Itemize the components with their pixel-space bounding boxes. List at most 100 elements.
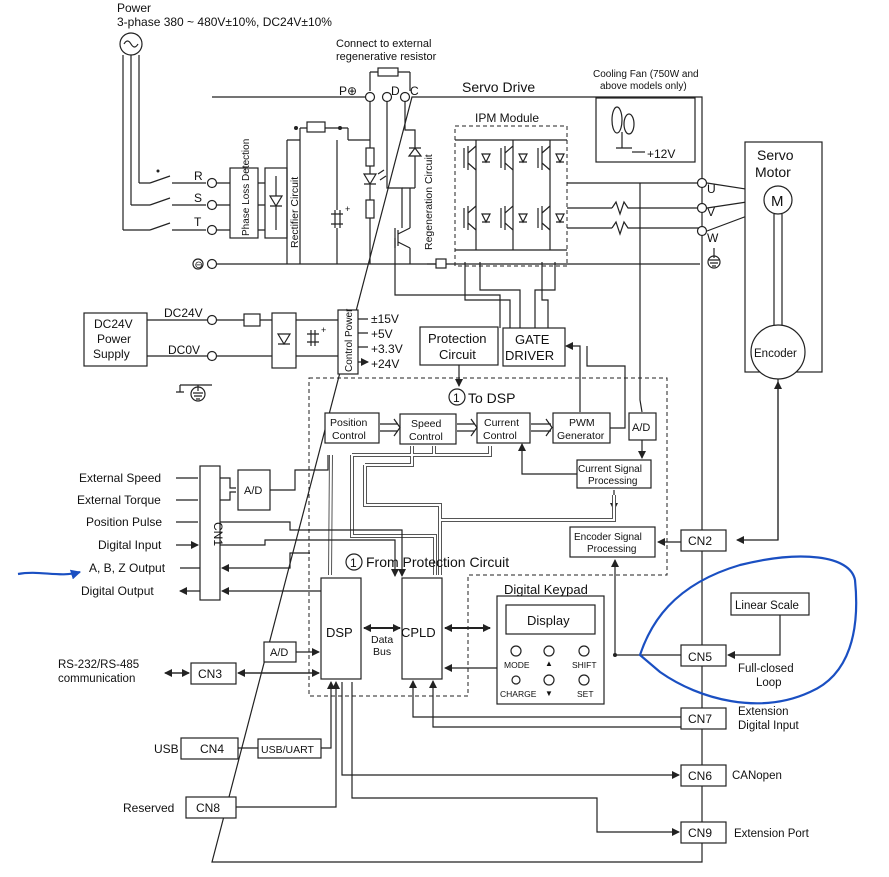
speed-control-label-1: Speed [411,418,442,430]
pwm-label-1: PWM [569,417,595,429]
from-protection-label: From Protection Circuit [366,554,509,570]
regen-label-1: Connect to external [336,38,431,50]
power-spec: 3-phase 380 ~ 480V±10%, DC24V±10% [117,15,332,29]
ipm-module-title: IPM Module [475,111,539,125]
power-source: Power 3-phase 380 ~ 480V±10%, DC24V±10% [117,1,332,231]
key-shift[interactable]: SHIFT [572,660,597,670]
right-connectors: CN2 CN5 CN7 Extension Digital Input CN6 … [341,529,810,844]
igbt-switch-icon [500,145,528,171]
control-region: 1 To DSP Position Control Speed Control … [263,346,681,697]
external-resistor-icon [377,67,399,77]
breaker-switch-icon [149,175,171,231]
cn1-external-torque: External Torque [77,493,161,507]
blue-arrow-annotation [17,569,81,580]
encoder-label: Encoder [754,348,797,360]
current-signal-label-1: Current Signal [578,464,642,475]
control-power-label: Control Power [344,308,355,372]
dc24v-supply-label-2: Power [97,332,131,346]
regeneration-label: Regeneration Circuit [423,154,435,250]
key-set[interactable]: SET [577,689,594,699]
cn7-label: CN7 [688,712,712,726]
reserved-label: Reserved [123,801,174,815]
ad-right-label: A/D [632,422,650,434]
protection-label-2: Circuit [439,347,476,362]
from-protection-number: 1 [350,556,357,570]
ad-cn1-label: A/D [244,485,262,497]
cn4-label: CN4 [200,742,224,756]
motor-icon [763,185,793,215]
position-control-label-1: Position [330,417,368,429]
cn6-label: CN6 [688,769,712,783]
terminal-w: W [707,231,719,245]
key-down[interactable]: ▼ [545,689,553,698]
protection-label-1: Protection [428,331,487,346]
terminal-v: V [707,205,715,219]
terminal-u: U [707,182,716,196]
cn6-desc: CANopen [732,770,782,782]
voltage-15: ±15V [371,312,399,326]
igbt-switch-icon [537,205,565,231]
digital-keypad: Digital Keypad Display MODE ▲ SHIFT CHAR… [444,582,605,705]
motor-m: M [771,193,784,210]
voltage-24: +24V [371,357,399,371]
uvw-outputs: U V W [567,177,766,413]
terminal-t: T [194,215,202,229]
phase-loss-detection [229,167,259,239]
cn1-digital-output: Digital Output [81,584,154,598]
encoder-signal-label-2: Processing [587,544,636,555]
protection-gate: Protection Circuit GATE DRIVER [419,262,581,412]
ad-dsp-label: A/D [270,647,288,659]
cn5-label: CN5 [688,650,712,664]
cn1-position-pulse: Position Pulse [86,515,162,529]
usb-uart-label: USB/UART [261,744,314,756]
ipm-module: IPM Module [427,111,568,269]
cn7-desc-2: Digital Input [738,720,800,732]
igbt-switch-icon [500,205,528,231]
full-closed-label-2: Loop [756,677,782,689]
dc24v-supply-label-1: DC24V [94,317,133,331]
terminal-d: D [391,84,400,98]
data-bus-label-2: Bus [373,646,391,658]
terminal-s: S [194,191,202,205]
encoder-signal-label-1: Encoder Signal [574,532,642,543]
key-up[interactable]: ▲ [545,659,553,668]
key-mode[interactable]: MODE [504,660,530,670]
rectifier-section: Phase Loss Detection Rectifier Circuit +… [229,101,501,328]
regen-label-2: regenerative resistor [336,51,437,63]
voltage-3-3: +3.3V [371,342,403,356]
to-dsp-number: 1 [453,391,460,405]
servo-motor-label-2: Motor [755,164,791,180]
cn1-digital-input: Digital Input [98,538,162,552]
speed-control-label-2: Control [409,431,443,443]
dc24v-label: DC24V [164,306,203,320]
current-control-label-2: Control [483,430,517,442]
terminal-neg-icon [192,258,204,270]
cn9-desc: Extension Port [734,828,810,840]
transistor-icon [394,227,411,264]
svg-text:+: + [321,325,326,335]
cn8-label: CN8 [196,801,220,815]
regen-terminals: Connect to external regenerative resisto… [336,38,437,103]
to-dsp-label: To DSP [468,390,515,406]
gate-driver-label-1: GATE [515,332,550,347]
dc24v-supply-label-3: Supply [93,347,130,361]
servo-drive-enclosure: Servo Drive [211,79,703,863]
terminal-r: R [194,169,203,183]
cn1-label: CN1 [211,522,225,546]
rectifier-label: Rectifier Circuit [289,177,301,248]
servo-motor-label-1: Servo [757,147,794,163]
cn1-external-speed: External Speed [79,471,161,485]
key-charge: CHARGE [500,689,537,699]
dc0v-label: DC0V [168,343,200,357]
left-connectors: CN3 RS-232/RS-485 communication CN4 USB … [58,659,340,819]
terminal-p: P⊕ [339,84,357,98]
cn1-abz-output: A, B, Z Output [89,561,166,575]
full-closed-label-1: Full-closed [738,663,794,675]
keypad-title: Digital Keypad [504,582,588,597]
cpld-label: CPLD [401,625,436,640]
sine-wave-icon [123,40,139,48]
inrush-resistor-icon [306,121,326,133]
keypad-display: Display [527,613,570,628]
igbt-switch-icon [463,145,491,171]
